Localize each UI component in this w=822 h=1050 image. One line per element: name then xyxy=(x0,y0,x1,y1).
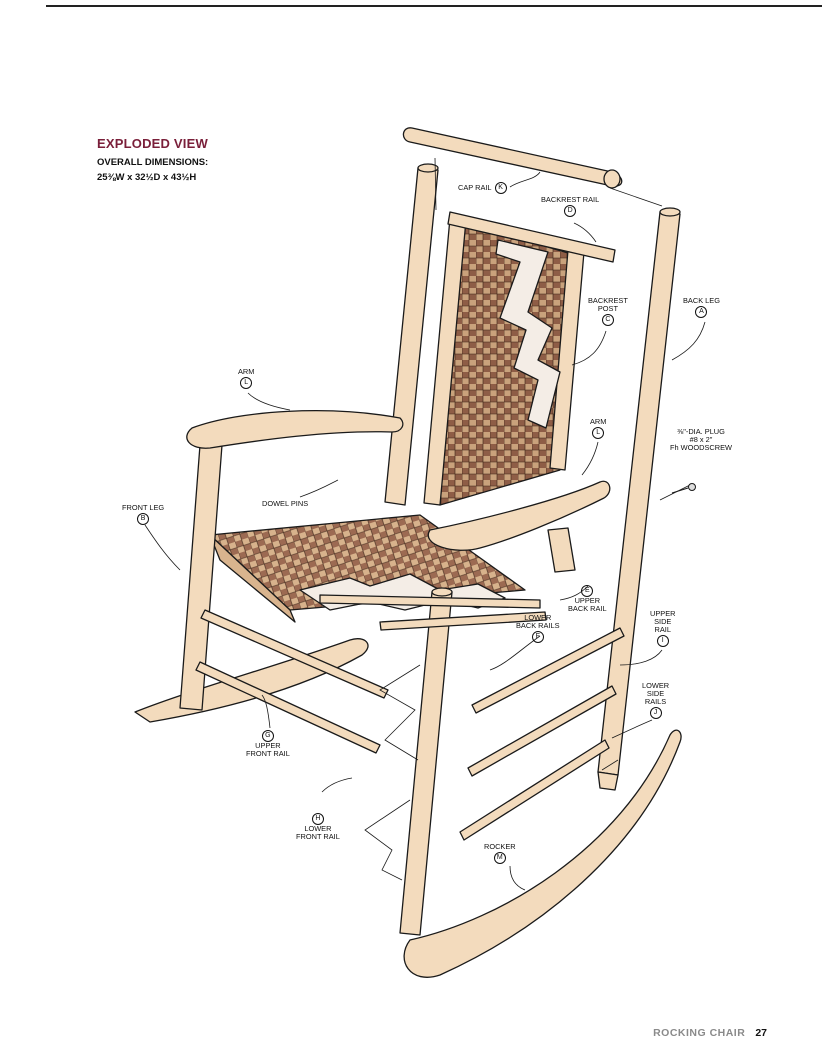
label-plug-screw: ⅜"-DIA. PLUG #8 x 2" Fh WOODSCREW xyxy=(670,427,732,452)
dimensions-value: 25⅜W x 32½D x 43½H xyxy=(97,172,197,183)
backrest-rail-shape xyxy=(447,211,616,263)
footer-section-title: ROCKING CHAIR xyxy=(653,1027,746,1039)
label-upper-back-rail: E UPPER BACK RAIL xyxy=(568,585,607,613)
upper-side-rail-shape xyxy=(471,627,625,714)
badge-a: A xyxy=(695,306,708,318)
badge-l: L xyxy=(240,377,253,389)
label-lower-back-rails: LOWER BACK RAILS F xyxy=(516,614,560,643)
label-rocker: ROCKER M xyxy=(484,843,516,864)
badge-h: H xyxy=(311,813,324,825)
top-rule xyxy=(46,5,822,7)
label-lower-front-rail: H LOWER FRONT RAIL xyxy=(296,813,340,841)
badge-b: B xyxy=(137,513,150,525)
badge-m: M xyxy=(493,852,506,864)
label-upper-front-rail: G UPPER FRONT RAIL xyxy=(246,730,290,758)
label-arm-right: ARM L xyxy=(590,418,606,439)
arm-left-shape xyxy=(186,410,404,449)
backrest-foam-shape xyxy=(495,239,561,429)
badge-c: C xyxy=(601,314,614,326)
label-dowel-pins: DOWEL PINS xyxy=(262,499,309,508)
label-backrest-rail: BACKREST RAIL D xyxy=(541,196,599,217)
back-rails-shape xyxy=(379,611,547,631)
woodscrew-icon xyxy=(671,483,696,494)
badge-l-2: L xyxy=(592,427,605,439)
label-arm-left: ARM L xyxy=(238,368,254,389)
label-lower-side-rails: LOWER SIDE RAILS J xyxy=(642,682,669,719)
dimensions-label: OVERALL DIMENSIONS: xyxy=(97,157,209,168)
page-number: 27 xyxy=(755,1027,767,1039)
arm-right-shape xyxy=(427,480,611,551)
badge-g: G xyxy=(261,730,274,742)
badge-i: I xyxy=(656,635,669,647)
label-front-leg: FRONT LEG B xyxy=(122,504,164,525)
badge-e: E xyxy=(581,585,594,597)
badge-d: D xyxy=(564,205,577,217)
front-leg-right-shape xyxy=(399,591,453,936)
label-back-leg: BACK LEG A xyxy=(683,297,720,318)
badge-j: J xyxy=(649,707,662,719)
diagram-title: EXPLODED VIEW xyxy=(97,136,208,151)
rocker-left-shape xyxy=(134,638,369,723)
rocker-right-shape xyxy=(403,729,682,978)
page-footer: ROCKING CHAIR 27 xyxy=(653,1027,767,1039)
lower-side-rail-shape xyxy=(467,685,617,777)
label-upper-side-rail: UPPER SIDE RAIL I xyxy=(650,610,675,647)
badge-f: F xyxy=(531,631,544,643)
badge-k: K xyxy=(494,182,507,194)
label-backrest-post: BACKREST POST C xyxy=(588,297,628,326)
